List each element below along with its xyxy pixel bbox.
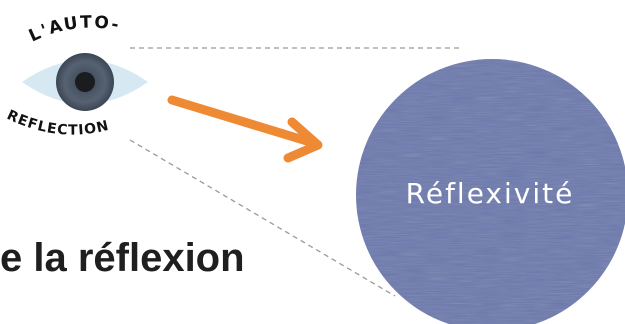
arrow-icon [167, 95, 323, 163]
circle-label: Réflexivité [405, 177, 575, 210]
top-word: L'AUTO- [26, 12, 123, 46]
eye-icon [22, 53, 148, 111]
bottom-word: REFLECTION [4, 107, 111, 138]
dashed-line-bottom [129, 139, 396, 297]
page-heading: e la réflexion [0, 236, 245, 280]
reflexivity-circle [356, 59, 625, 324]
